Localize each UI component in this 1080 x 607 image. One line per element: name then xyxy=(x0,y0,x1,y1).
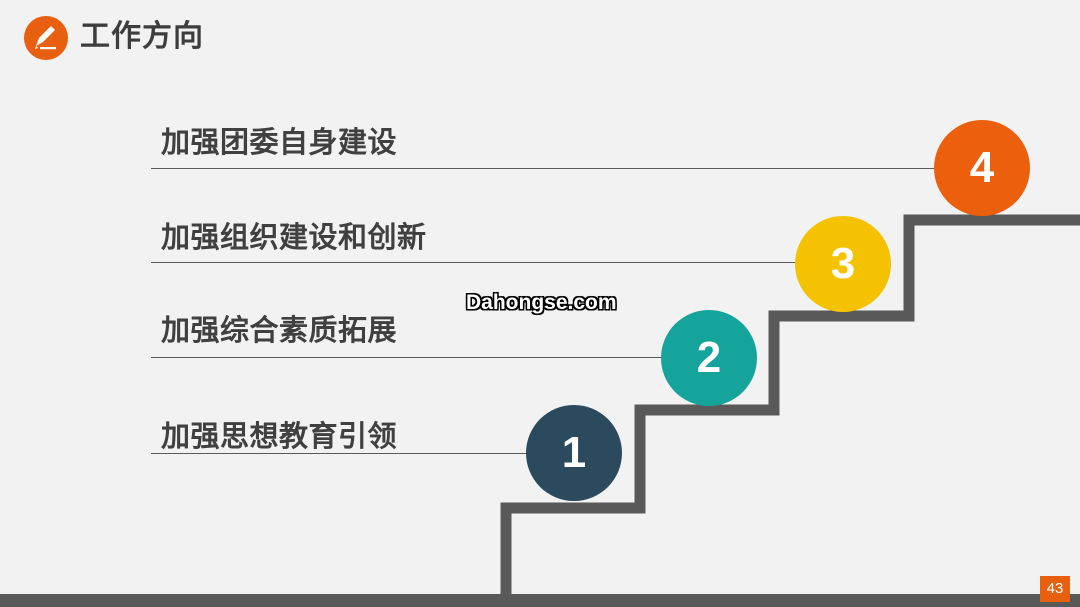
pencil-icon xyxy=(24,16,68,60)
step-circle-2: 2 xyxy=(661,310,757,406)
step-underline-4 xyxy=(151,168,936,169)
step-underline-1 xyxy=(151,453,528,454)
step-circle-1: 1 xyxy=(526,405,622,501)
step-underline-2 xyxy=(151,357,663,358)
step-label-4: 加强团委自身建设 xyxy=(161,125,398,159)
step-label-1: 加强思想教育引领 xyxy=(161,419,398,453)
step-label-2: 加强综合素质拓展 xyxy=(161,313,398,347)
step-circle-3: 3 xyxy=(795,216,891,312)
page-title: 工作方向 xyxy=(80,19,204,54)
watermark: Dahongse.com xyxy=(466,291,617,314)
step-circle-4: 4 xyxy=(934,120,1030,216)
step-underline-3 xyxy=(151,262,797,263)
step-label-3: 加强组织建设和创新 xyxy=(161,220,427,254)
page-number: 43 xyxy=(1040,576,1070,602)
bottom-bar xyxy=(0,594,1080,607)
